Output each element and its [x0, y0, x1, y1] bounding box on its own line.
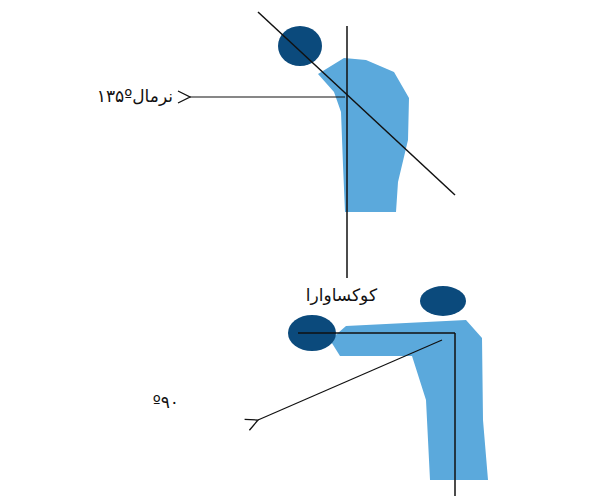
shaft-axis [454, 333, 456, 496]
angle-label: ۱۳۵ºنرمال [97, 86, 173, 106]
neck-axis [298, 332, 455, 334]
femoral-head [278, 26, 322, 66]
femur-vara [330, 320, 488, 480]
leader-line [190, 96, 345, 97]
leader-line [258, 340, 442, 420]
trochanter [420, 286, 466, 316]
shaft-axis [346, 26, 348, 278]
neck-axis [258, 12, 455, 195]
condition-label: کوکساوارا [306, 285, 377, 305]
angle-label: º۹۰ [153, 392, 179, 412]
